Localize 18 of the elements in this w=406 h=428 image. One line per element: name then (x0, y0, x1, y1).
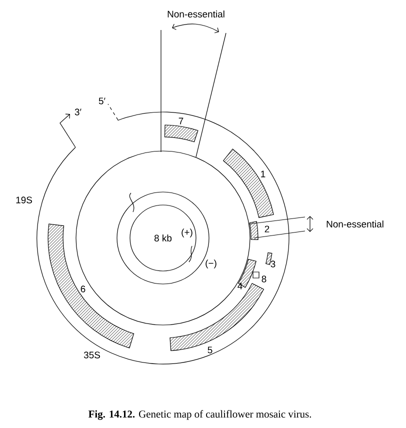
gene-number: 3 (270, 260, 276, 268)
region-label: Non-essential (326, 220, 384, 228)
strand-label: (+) (182, 228, 192, 238)
strand-label: (−) (206, 260, 216, 268)
end-label: 3′ (74, 108, 82, 116)
end-label: 5′ (98, 98, 106, 104)
region-label: Non-essential (168, 10, 224, 18)
gene-number: 4 (238, 282, 242, 290)
gene-number: 8 (262, 276, 266, 282)
size-label: 8 kb (154, 234, 172, 242)
gene-number: 2 (264, 226, 270, 232)
gene-number: 6 (80, 286, 86, 292)
gene-number: 7 (178, 118, 184, 124)
gene-number: 5 (208, 346, 212, 354)
transcript-label: 35S (84, 352, 100, 358)
gene-number: 1 (261, 170, 266, 178)
caption: Fig. 14.12. Genetic map of cauliflower mosaic virus. (88, 410, 312, 420)
transcript-label: 19S (16, 196, 32, 204)
